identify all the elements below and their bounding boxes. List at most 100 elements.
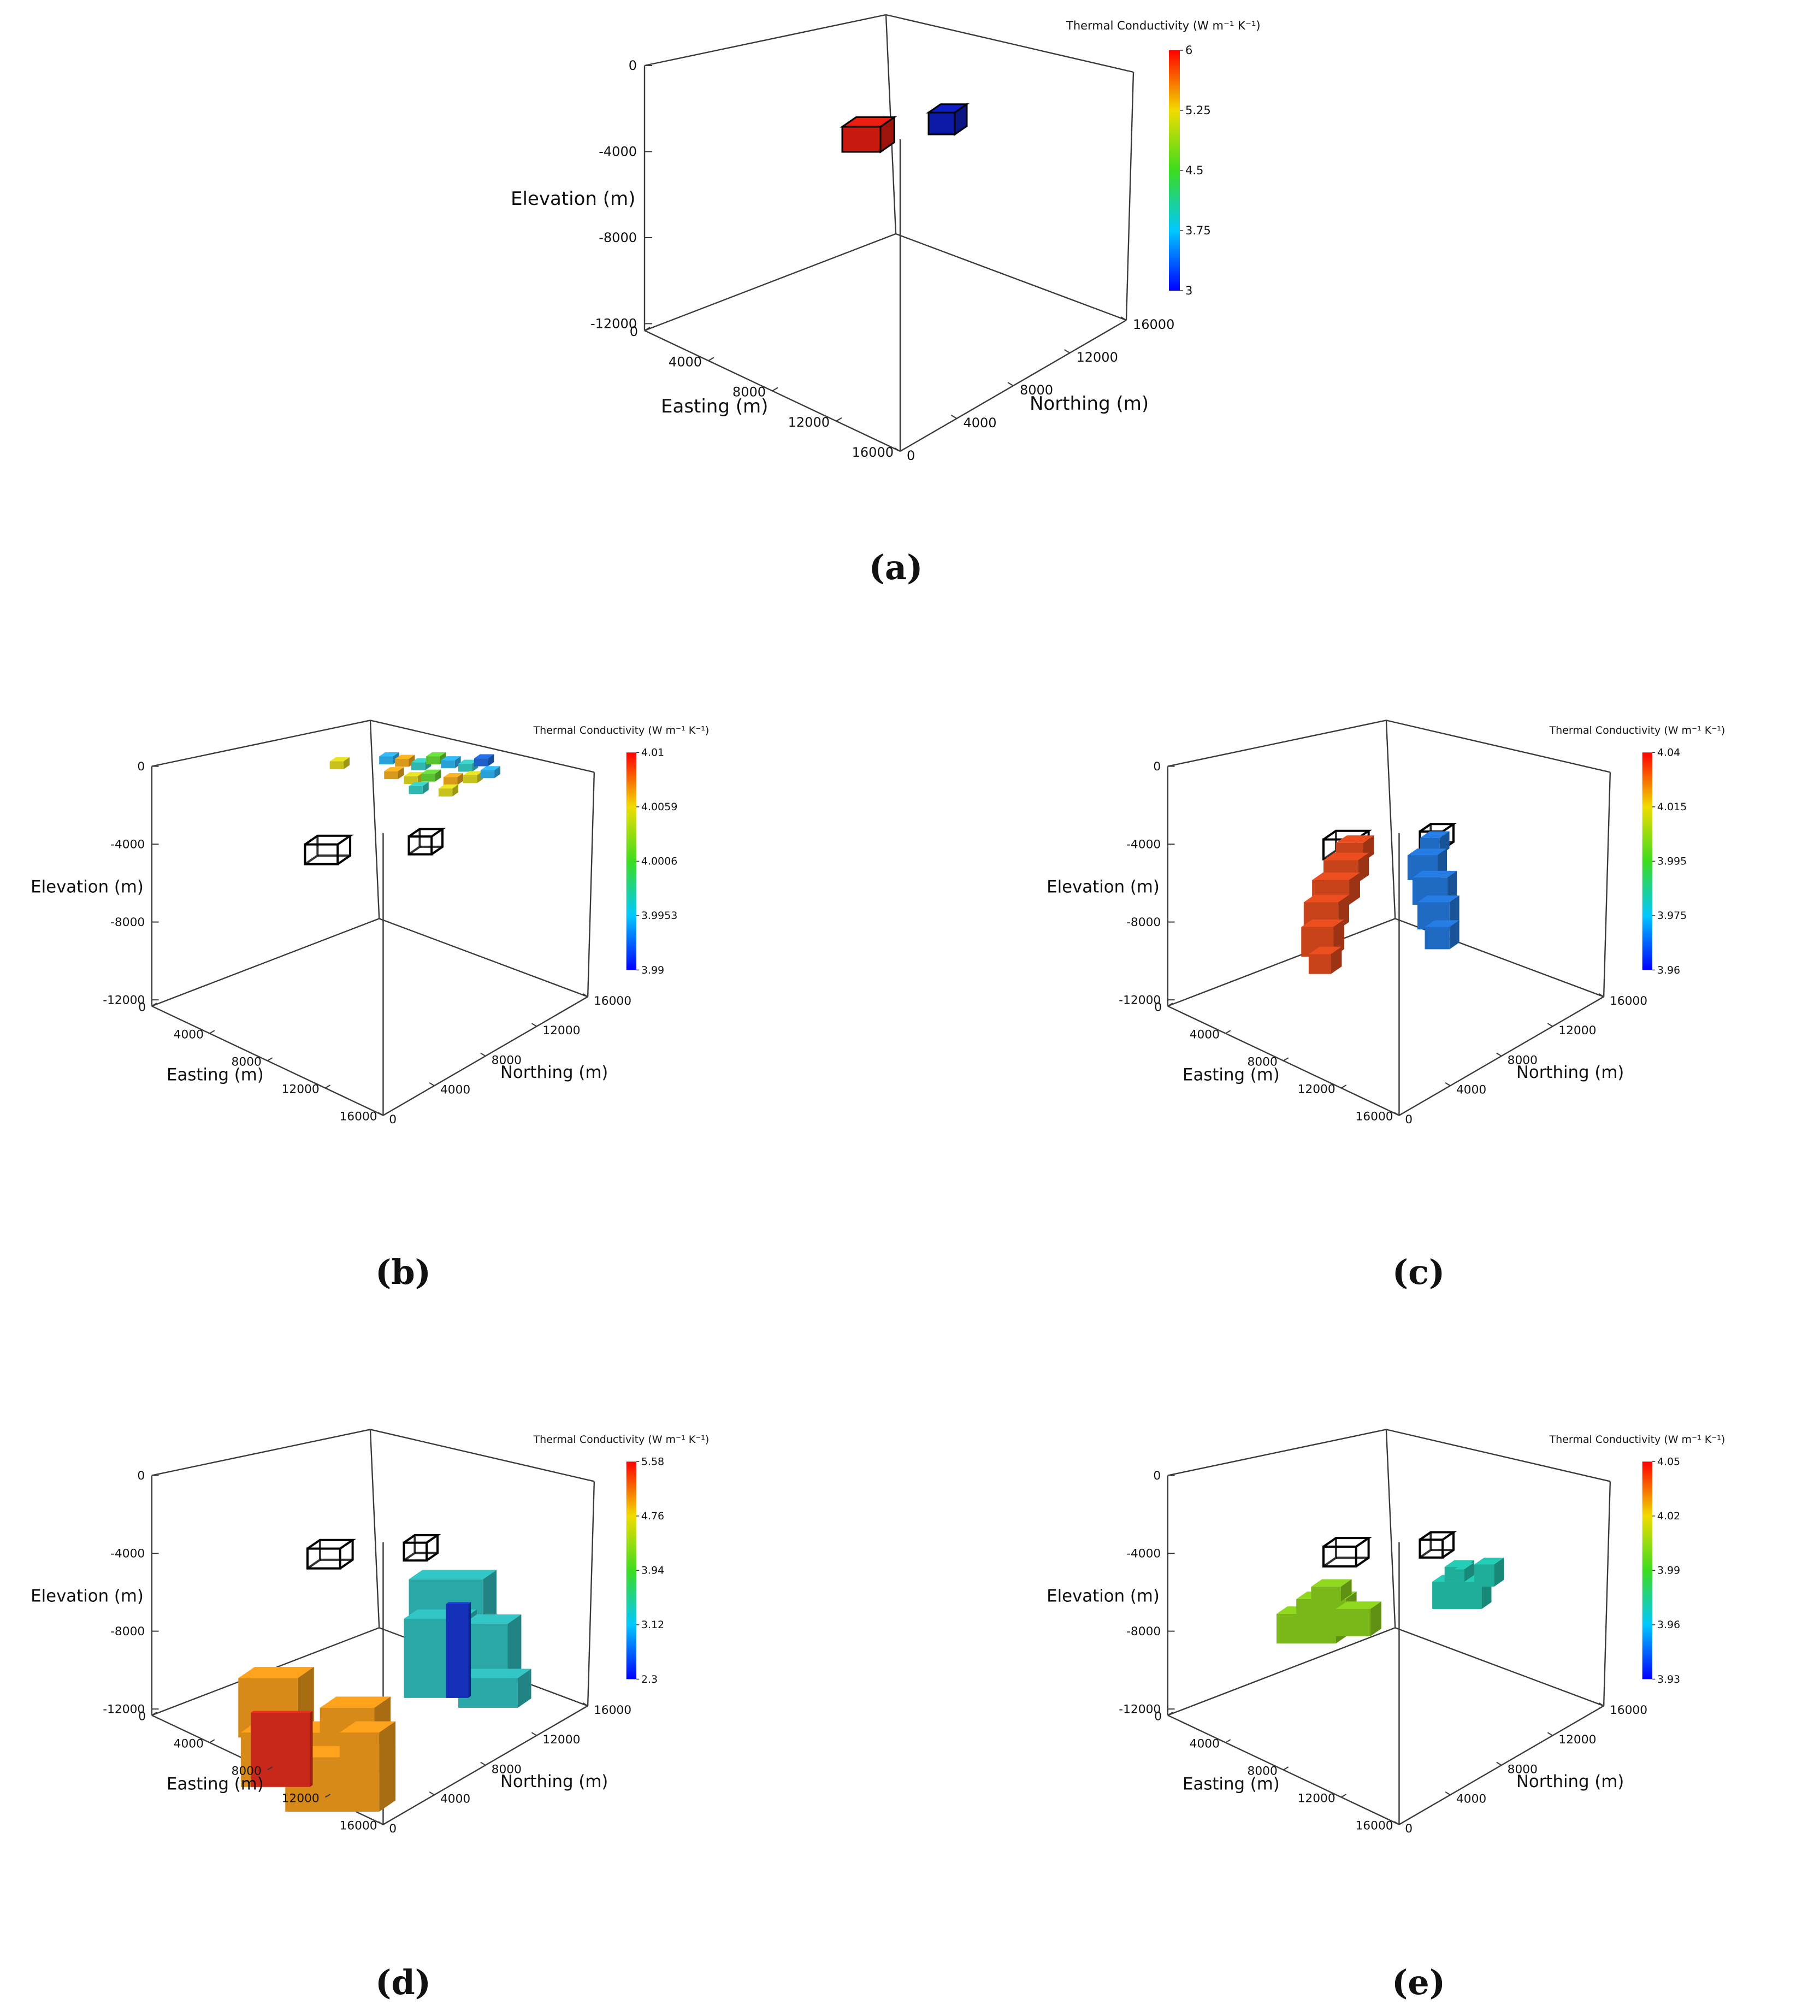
colorbar-tick-label: 3.9953: [641, 910, 677, 922]
colorbar-tick-label: 4.01: [641, 747, 664, 759]
easting-tick-label: 16000: [339, 1819, 377, 1833]
wire-cube-right: [407, 828, 446, 856]
northing-tick-label: 4000: [964, 415, 997, 431]
northing-axis-label: Northing (m): [500, 1772, 608, 1791]
colorbar: [626, 752, 636, 970]
easting-tick-label: 16000: [339, 1110, 377, 1124]
easting-tick-label: 0: [1154, 1001, 1162, 1015]
northing-tick-label: 8000: [1020, 382, 1053, 398]
colorbar-title: Thermal Conductivity (W m⁻¹ K⁻¹): [533, 1434, 710, 1446]
colorbar-tick-label: 3.99: [641, 964, 664, 976]
voxel: [379, 752, 399, 764]
elevation-tick-label: 0: [1153, 1469, 1161, 1483]
voxel: [384, 767, 404, 780]
colorbar-title: Thermal Conductivity (W m⁻¹ K⁻¹): [1066, 19, 1261, 32]
elevation-tick-label: -4000: [599, 144, 637, 159]
colorbar-tick-label: 4.04: [1657, 747, 1680, 759]
easting-axis-label: Easting (m): [1183, 1065, 1280, 1084]
wire-cube-left: [306, 1538, 357, 1570]
colorbar-tick-label: 6: [1185, 44, 1192, 57]
body-teal-part: [1474, 1558, 1504, 1587]
easting-tick-label: 12000: [1298, 1083, 1336, 1097]
easting-tick-label: 4000: [1190, 1737, 1220, 1751]
voxel: [443, 773, 464, 785]
northing-tick-label: 12000: [1558, 1024, 1596, 1038]
elevation-tick-label: -8000: [110, 916, 145, 929]
colorbar-tick-label: 4.015: [1657, 801, 1687, 813]
colorbar-title: Thermal Conductivity (W m⁻¹ K⁻¹): [1549, 724, 1726, 736]
wire-cube-left: [1322, 1537, 1373, 1568]
elevation-tick-label: -8000: [110, 1625, 145, 1638]
voxel: [404, 772, 424, 785]
voxel: [474, 754, 494, 767]
elevation-tick-label: 0: [137, 1469, 145, 1483]
elevation-tick-label: -4000: [1126, 838, 1161, 851]
easting-tick-label: 12000: [282, 1792, 320, 1806]
northing-tick-label: 0: [1405, 1822, 1413, 1836]
elevation-tick-label: -12000: [1119, 1702, 1161, 1716]
northing-tick-label: 0: [389, 1822, 397, 1836]
easting-tick-label: 4000: [174, 1737, 204, 1751]
colorbar-tick-label: 3.93: [1657, 1673, 1680, 1685]
elevation-axis-label: Elevation (m): [1047, 1586, 1160, 1606]
easting-tick-label: 0: [138, 1710, 146, 1724]
block-blue: [926, 102, 970, 136]
colorbar-tick-label: 3: [1185, 284, 1192, 297]
colorbar: [1169, 50, 1180, 291]
elevation-tick-label: -4000: [110, 838, 145, 851]
panel-caption: (c): [1392, 1252, 1445, 1292]
axis-box: [1167, 1429, 1611, 1825]
colorbar-tick-label: 5.25: [1185, 104, 1211, 117]
elevation-tick-label: -12000: [590, 316, 637, 331]
northing-axis-label: Northing (m): [1030, 393, 1149, 415]
body-orange-part: [339, 1721, 396, 1772]
colorbar: [626, 1461, 636, 1679]
northing-tick-label: 16000: [594, 994, 631, 1008]
voxel: [438, 784, 459, 797]
northing-tick-label: 4000: [1456, 1083, 1486, 1097]
voxel: [426, 752, 446, 764]
panel-caption: (e): [1392, 1962, 1445, 2002]
northing-axis-label: Northing (m): [1516, 1772, 1624, 1791]
body-red-core: [250, 1711, 313, 1787]
northing-tick-label: 12000: [1558, 1733, 1596, 1747]
northing-tick-label: 8000: [1508, 1053, 1538, 1067]
body-green-part: [1311, 1579, 1352, 1602]
northing-tick-label: 0: [907, 448, 915, 463]
body-teal-part: [1454, 1563, 1474, 1582]
northing-axis-label: Northing (m): [1516, 1063, 1624, 1082]
northing-tick-label: 12000: [542, 1733, 580, 1747]
easting-tick-label: 4000: [174, 1028, 204, 1042]
colorbar-tick-label: 4.05: [1657, 1456, 1680, 1468]
easting-axis-label: Easting (m): [167, 1774, 264, 1794]
elevation-tick-label: -12000: [1119, 993, 1161, 1007]
easting-tick-label: 12000: [1298, 1792, 1336, 1806]
northing-tick-label: 0: [389, 1113, 397, 1127]
axis-box: [151, 720, 595, 1116]
easting-axis-label: Easting (m): [167, 1065, 264, 1084]
easting-tick-label: 16000: [1355, 1110, 1393, 1124]
northing-tick-label: 12000: [1077, 350, 1118, 365]
easting-tick-label: 8000: [732, 385, 766, 400]
colorbar-tick-label: 4.5: [1185, 164, 1203, 177]
northing-tick-label: 16000: [1610, 1703, 1647, 1717]
northing-axis-label: Northing (m): [500, 1063, 608, 1082]
panel-caption: (d): [375, 1962, 431, 2002]
easting-tick-label: 4000: [669, 354, 702, 369]
colorbar-title: Thermal Conductivity (W m⁻¹ K⁻¹): [533, 724, 710, 736]
voxel: [441, 756, 461, 769]
colorbar-tick-label: 4.76: [641, 1510, 664, 1522]
colorbar-tick-label: 2.3: [641, 1673, 658, 1685]
colorbar: [1642, 1461, 1652, 1679]
wire-cube-right: [1419, 1531, 1457, 1559]
colorbar-tick-label: 3.75: [1185, 224, 1211, 237]
colorbar-tick-label: 3.94: [641, 1565, 664, 1577]
elevation-tick-label: 0: [1153, 760, 1161, 774]
northing-tick-label: 12000: [542, 1024, 580, 1038]
elevation-tick-label: -12000: [103, 1702, 145, 1716]
body-blue-core: [446, 1602, 471, 1698]
easting-tick-label: 8000: [1248, 1056, 1278, 1069]
